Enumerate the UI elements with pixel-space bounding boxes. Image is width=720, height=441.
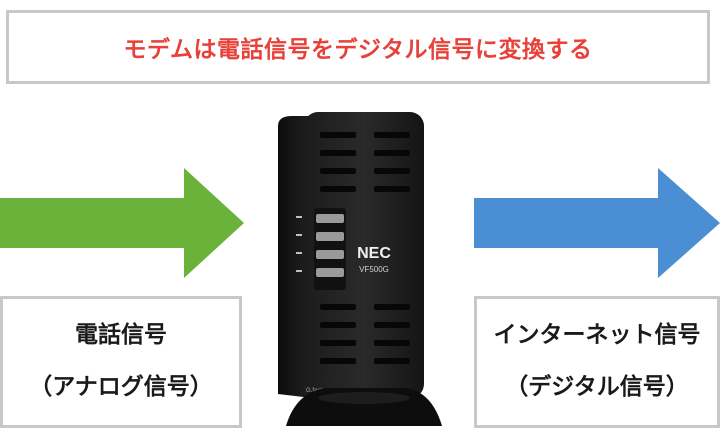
modem-brand-label: NEC bbox=[357, 245, 391, 262]
analog-arrow-icon bbox=[0, 168, 244, 278]
modem-model-label: VF500G bbox=[359, 265, 389, 274]
modem-badge-label: G.fast bbox=[306, 388, 322, 394]
modem-device: NEC VF500G G.fast bbox=[278, 112, 442, 426]
digital-signal-label-box: インターネット信号 （デジタル信号） bbox=[474, 296, 720, 428]
analog-signal-sublabel: （アナログ信号） bbox=[29, 374, 213, 400]
analog-signal-label-box: 電話信号 （アナログ信号） bbox=[0, 296, 242, 428]
title-box: モデムは電話信号をデジタル信号に変換する bbox=[6, 10, 710, 84]
digital-signal-label: インターネット信号 bbox=[493, 322, 701, 349]
digital-arrow-icon bbox=[474, 168, 720, 278]
analog-signal-label: 電話信号 bbox=[75, 322, 167, 349]
digital-signal-sublabel: （デジタル信号） bbox=[505, 374, 689, 400]
page-title: モデムは電話信号をデジタル信号に変換する bbox=[123, 37, 593, 63]
